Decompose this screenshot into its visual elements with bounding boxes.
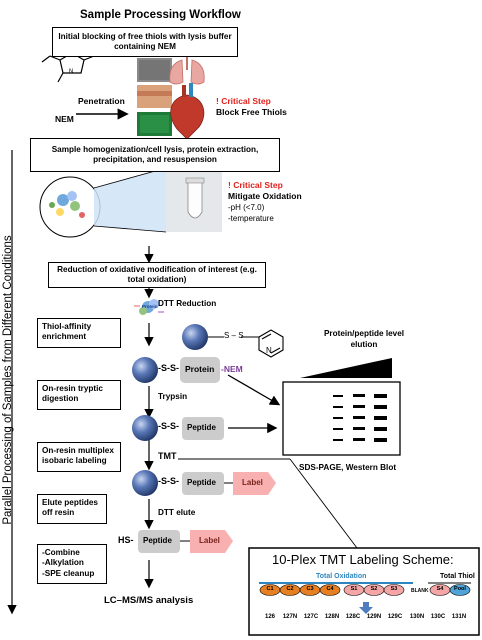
magnifier-cone [94, 168, 166, 232]
ss-linker-4: -S-S- [158, 476, 179, 486]
tmt-channel-label: S3 [390, 586, 398, 592]
peptide-label-1: Peptide [187, 423, 216, 432]
critical-step-1-mark: ! Critical Step [216, 96, 271, 106]
total-oxidation-label: Total Oxidation [316, 573, 367, 580]
side-box-digestion-text: On-resin tryptic digestion [42, 384, 103, 404]
tmt-channel-s3 [383, 584, 405, 596]
critical-step-1-text: Block Free Thiols [216, 107, 287, 117]
step-reduction-text: Reduction of oxidative modification of i… [57, 264, 257, 284]
hs-label: HS- [118, 535, 134, 545]
tmt-scheme-title: 10-Plex TMT Labeling Scheme: [272, 552, 454, 567]
step-homogenization-text: Sample homogenization/cell lysis, protei… [51, 144, 259, 164]
side-box-digestion: On-resin tryptic digestion [37, 380, 121, 410]
tmt-tag-label: 127N [282, 614, 298, 620]
label-tag-1-text: Label [242, 478, 263, 487]
peptide-box-2 [182, 472, 224, 495]
tmt-channel-label: S2 [370, 586, 378, 592]
tmt-channel-label: C3 [306, 586, 314, 592]
nem-label: NEM [55, 114, 74, 124]
resin-bead-2 [132, 357, 158, 383]
side-box-enrichment-text: Thiol-affinity enrichment [42, 322, 92, 342]
tmt-channel-label: C1 [266, 586, 274, 592]
protein-small-label: Protein [142, 304, 158, 309]
sds-page-label: SDS-PAGE, Western Blot [299, 463, 397, 472]
resin-bead-3 [132, 415, 158, 441]
tmt-channel-label: S1 [350, 586, 358, 592]
step-reduction-box: Reduction of oxidative modification of i… [48, 262, 266, 288]
lcms-label: LC–MS/MS analysis [104, 595, 194, 606]
ss-linker-1: S – S [224, 331, 244, 340]
blank-label: BLANK [411, 588, 429, 594]
dtt-reduction-label: DTT Reduction [158, 299, 217, 308]
label-tag-1 [233, 472, 276, 495]
magnified-protein-icon [39, 176, 101, 238]
tmt-tag-label: 128N [324, 614, 340, 620]
side-box-labeling-text: On-resin multiplex isobaric labeling [42, 446, 114, 466]
heart-icon [170, 83, 205, 140]
tmt-channel-ellipses [259, 584, 471, 596]
elution-gradient-icon [300, 358, 392, 378]
tmt-channel-label: C2 [286, 586, 294, 592]
protein-label: Protein [185, 364, 215, 374]
page-title: Sample Processing Workflow [80, 9, 241, 21]
penetration-label: Penetration [78, 96, 125, 106]
tmt-channel-c4 [319, 584, 341, 596]
step-homogenization-box: Sample homogenization/cell lysis, protei… [30, 138, 280, 172]
side-box-labeling: On-resin multiplex isobaric labeling [37, 442, 121, 472]
peptide-label-2: Peptide [187, 478, 216, 487]
tmt-tag-label: 129C [387, 614, 403, 620]
step-blocking-text: Initial blocking of free thiols with lys… [58, 31, 232, 51]
trypsin-label: Trypsin [158, 392, 188, 401]
side-box-cleanup-text: -Combine -Alkylation -SPE cleanup [42, 548, 95, 578]
label-tag-2-text: Label [199, 536, 220, 545]
elution-arrow-1 [227, 374, 281, 406]
protein-blob-icon [49, 191, 85, 218]
tmt-tag-label: 127C [303, 614, 319, 620]
critical-step-2-text: Mitigate Oxidation [228, 191, 302, 201]
critical-step-2-ph: -pH (<7.0) [228, 203, 265, 212]
critical-step-2-temp: -temperature [228, 214, 274, 223]
tmt-label: TMT [158, 451, 177, 461]
nem-suffix-label: -NEM [221, 364, 243, 374]
ss-linker-3: -S-S- [158, 421, 179, 431]
vertical-label: Parallel Processing of Samples from Diff… [2, 235, 14, 525]
tmt-tag-label: 131N [451, 614, 467, 620]
side-box-elute-text: Elute peptides off resin [42, 498, 98, 518]
pyridine-ring-icon [258, 329, 284, 358]
tmt-channel-label: C4 [326, 586, 334, 592]
selection-down-arrow-icon [359, 602, 373, 614]
tmt-tag-label: 129N [366, 614, 382, 620]
ss-linker-2: -S-S- [158, 363, 179, 373]
resin-bead-1 [182, 324, 208, 350]
tmt-channel-label: Pool [454, 586, 466, 592]
critical-step-2-mark: ! Critical Step [228, 180, 283, 190]
tmt-tag-label: 128C [345, 614, 361, 620]
side-box-cleanup: -Combine -Alkylation -SPE cleanup [37, 544, 107, 584]
reduced-protein-icon [134, 299, 164, 315]
resin-bead-4 [132, 470, 158, 496]
protein-box [180, 357, 220, 383]
tmt-tag-label: 130C [430, 614, 446, 620]
elution-title: Protein/peptide level elution [323, 329, 405, 350]
tmt-channel-label: S4 [436, 586, 444, 592]
tmt-tag-label: 130N [409, 614, 425, 620]
n-atom-label: N [69, 69, 73, 75]
side-box-enrichment: Thiol-affinity enrichment [37, 318, 121, 348]
gel-bands [333, 394, 387, 442]
label-tag-2 [190, 530, 233, 553]
step-blocking-box: Initial blocking of free thiols with lys… [52, 27, 238, 57]
peptide-label-3: Peptide [143, 536, 172, 545]
peptide-box-3 [138, 530, 180, 553]
tissue-image-muscle [137, 85, 172, 108]
pyridine-n-label: N [266, 346, 272, 355]
dtt-elute-label: DTT elute [158, 508, 196, 517]
total-thiol-label: Total Thiol [440, 573, 475, 580]
tmt-channel-pool [449, 584, 471, 596]
side-box-elute: Elute peptides off resin [37, 494, 107, 524]
lungs-icon [169, 54, 205, 85]
tmt-tag-label: 126 [264, 614, 275, 620]
peptide-box-1 [182, 417, 224, 440]
